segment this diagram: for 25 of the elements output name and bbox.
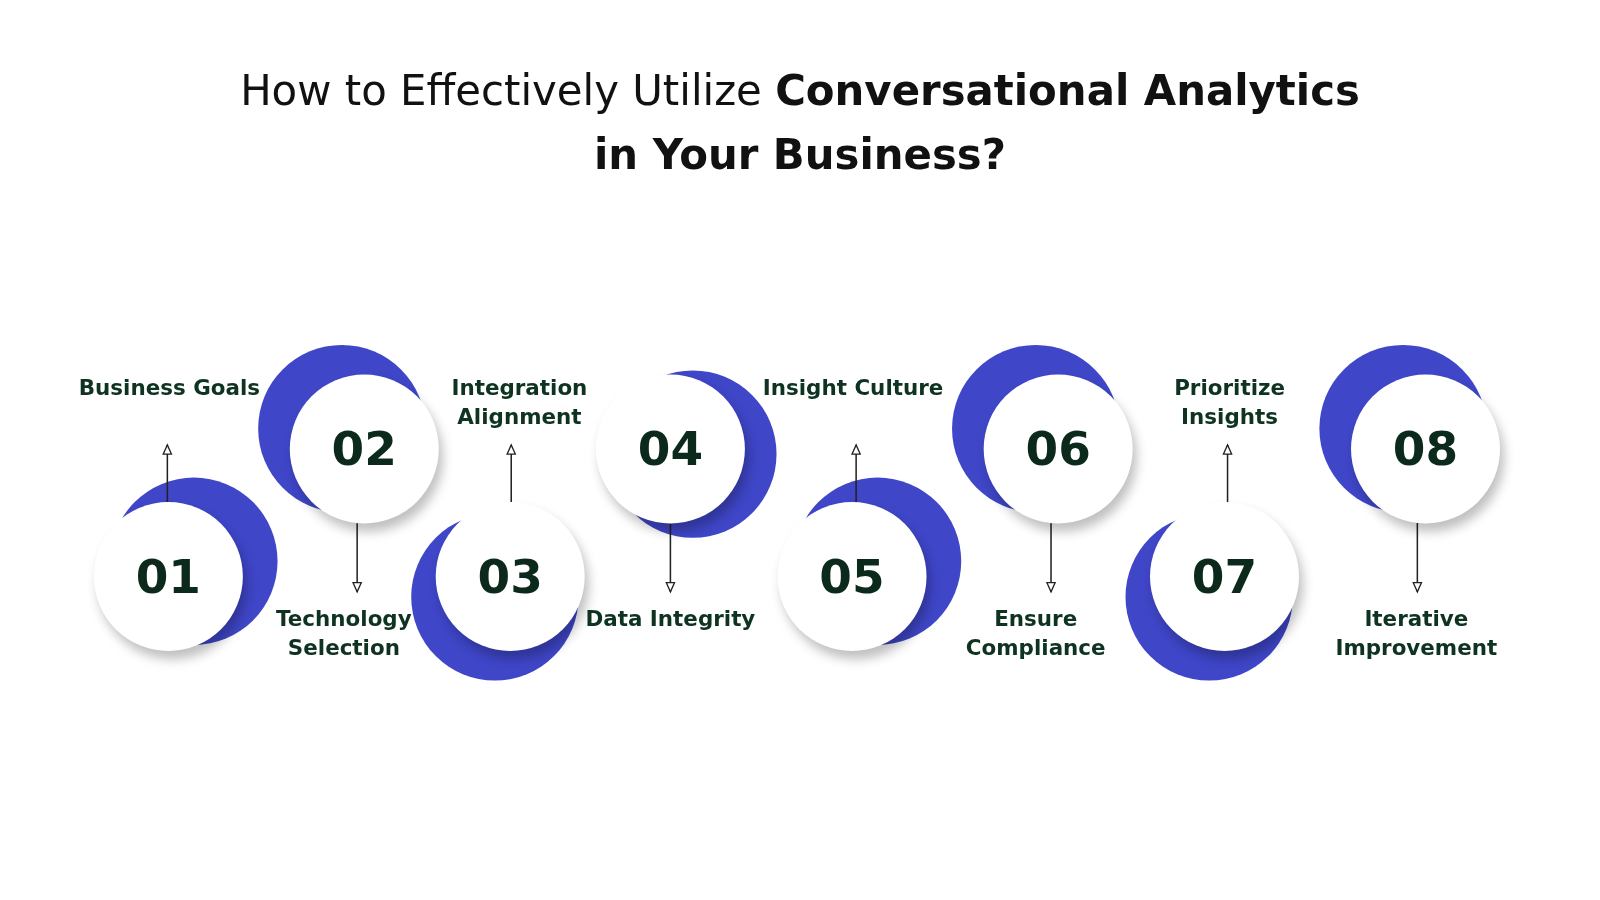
step-label: Technology Selection: [275, 605, 413, 663]
arrow: [1046, 522, 1056, 593]
step-label: Business Goals: [78, 374, 261, 402]
step-label: Iterative Improvement: [1334, 605, 1499, 663]
step-label: Integration Alignment: [450, 374, 589, 432]
arrow: [352, 522, 362, 593]
step-number: 08: [1392, 421, 1459, 477]
step-label: Prioritize Insights: [1173, 374, 1286, 432]
step-number: 05: [819, 549, 885, 605]
step-label: Ensure Compliance: [964, 605, 1107, 663]
arrow: [1222, 444, 1233, 503]
step-number: 02: [331, 421, 397, 477]
arrow: [162, 444, 173, 503]
step-number: 06: [1025, 421, 1091, 477]
step-label: Insight Culture: [762, 374, 944, 402]
step-number: 03: [477, 549, 543, 605]
step-number: 07: [1191, 549, 1258, 605]
step-number: 04: [637, 421, 704, 477]
arrow: [1412, 522, 1423, 593]
arrow: [665, 522, 676, 593]
arrow: [506, 444, 516, 503]
title: How to Effectively Utilize Conversational Analytics in Your Business?: [239, 65, 1361, 182]
arrow: [851, 444, 861, 503]
step-label: Data Integrity: [585, 605, 756, 633]
step-number: 01: [135, 549, 201, 605]
